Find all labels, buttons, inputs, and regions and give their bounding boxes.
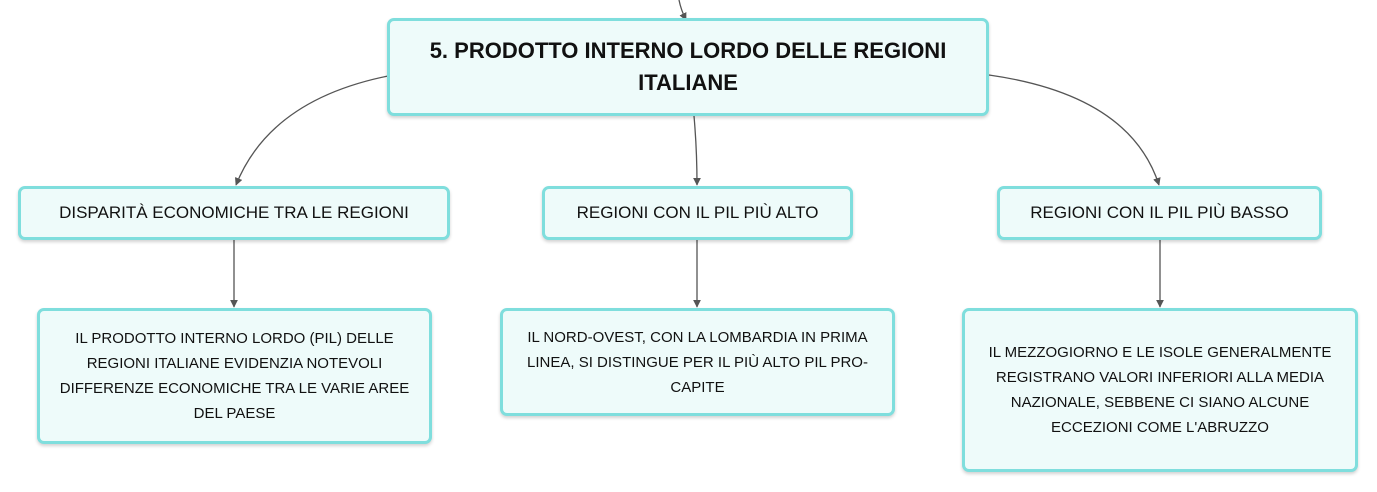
branch-node-disparita[interactable]: DISPARITÀ ECONOMICHE TRA LE REGIONI [18, 186, 450, 240]
detail-node-pil-basso[interactable]: IL MEZZOGIORNO E LE ISOLE GENERALMENTE R… [962, 308, 1358, 472]
connector-root-to-basso [988, 74, 1161, 186]
root-topic-title: 5. PRODOTTO INTERNO LORDO DELLE REGIONI … [429, 38, 947, 95]
branch-node-pil-basso[interactable]: REGIONI CON IL PIL PIÙ BASSO [997, 186, 1322, 240]
detail-text-pil-basso: IL MEZZOGIORNO E LE ISOLE GENERALMENTE R… [988, 344, 1332, 436]
detail-text-pil-alto: IL NORD-OVEST, CON LA LOMBARDIA IN PRIMA… [527, 328, 868, 396]
branch-node-pil-alto[interactable]: REGIONI CON IL PIL PIÙ ALTO [542, 186, 853, 240]
connector-parent-to-root [678, 0, 687, 21]
branch-label-pil-basso: REGIONI CON IL PIL PIÙ BASSO [1030, 203, 1289, 222]
branch-label-pil-alto: REGIONI CON IL PIL PIÙ ALTO [576, 203, 819, 222]
detail-node-disparita[interactable]: IL PRODOTTO INTERNO LORDO (PIL) DELLE RE… [37, 308, 432, 444]
detail-node-pil-alto[interactable]: IL NORD-OVEST, CON LA LOMBARDIA IN PRIMA… [500, 308, 895, 416]
branch-label-disparita: DISPARITÀ ECONOMICHE TRA LE REGIONI [59, 203, 409, 222]
detail-text-disparita: IL PRODOTTO INTERNO LORDO (PIL) DELLE RE… [59, 330, 410, 422]
root-topic-node[interactable]: 5. PRODOTTO INTERNO LORDO DELLE REGIONI … [387, 18, 989, 116]
connector-root-to-alto [693, 115, 701, 186]
connector-root-to-disparita [234, 75, 389, 186]
